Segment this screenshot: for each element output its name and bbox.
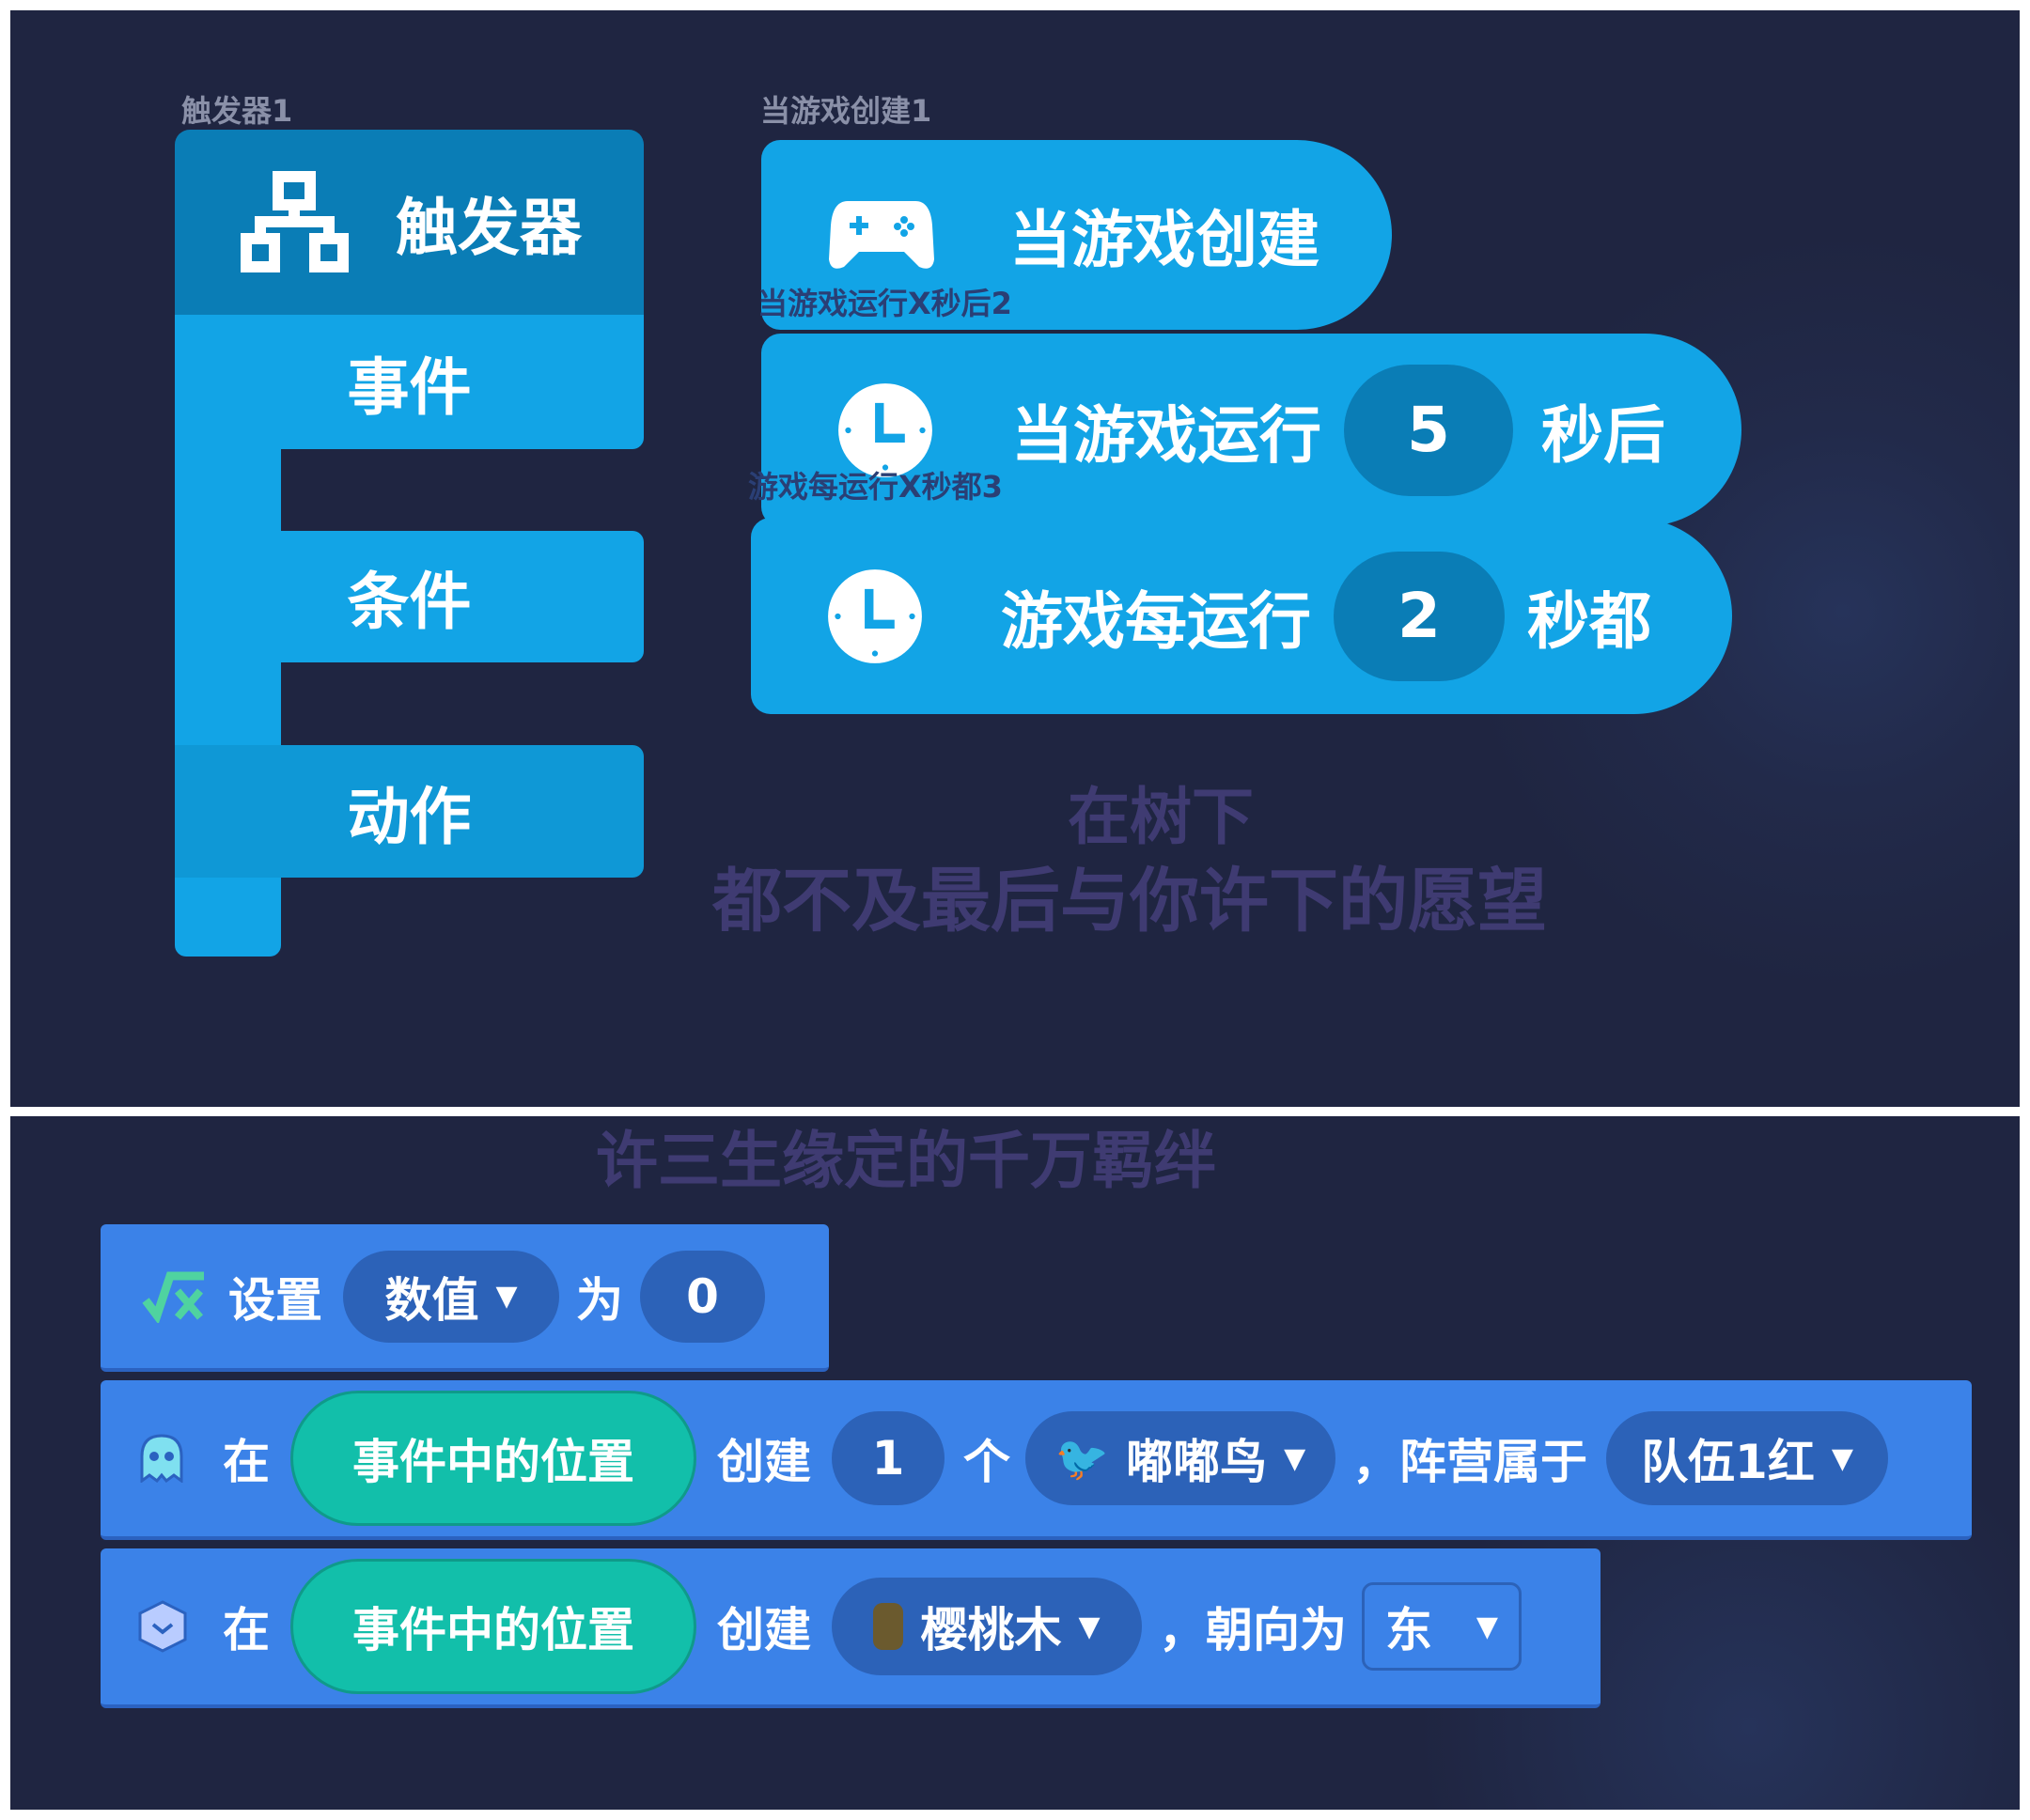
trigger-title: 触发器 (396, 191, 582, 264)
event-block-after-seconds[interactable]: 当游戏运行 5 秒后 (761, 334, 1741, 526)
faction-dropdown[interactable]: 队伍1红 ▼ (1606, 1411, 1888, 1505)
event-caption: 当游戏创建1 (760, 93, 932, 129)
object-value: 樱桃木 (920, 1603, 1062, 1657)
event-block-every-seconds[interactable]: 游戏每运行 2 秒都 (751, 518, 1732, 714)
variable-dropdown[interactable]: 数值 ▼ (343, 1250, 559, 1343)
value-input[interactable]: 0 (640, 1250, 765, 1343)
set-variable-block[interactable]: 设置 数值 ▼ 为 0 (101, 1224, 829, 1372)
position-slot[interactable]: 事件中的位置 (290, 1391, 696, 1526)
trigger-item-label: 动作 (347, 780, 472, 853)
facing-label: 朝向为 (1206, 1603, 1347, 1657)
at-label: 在 (223, 1603, 270, 1657)
event-block-game-created[interactable]: 当游戏创建 (761, 140, 1392, 330)
function-icon (142, 1271, 204, 1323)
to-label: 为 (576, 1272, 623, 1328)
lyric-overlay: 都不及最后与你许下的愿望 (712, 861, 1547, 941)
position-text: 事件中的位置 (352, 1603, 634, 1657)
event-suffix: 秒都 (1527, 584, 1651, 658)
spawn-creature-block[interactable]: 在 事件中的位置 创建 1 个 🐦 嘟嘟鸟 ▼ ， 阵营属于 队伍1红 ▼ (101, 1380, 1972, 1540)
hierarchy-icon (241, 170, 349, 272)
count-input[interactable]: 1 (832, 1411, 945, 1505)
cube-icon (138, 1600, 187, 1653)
value-text: 0 (686, 1268, 719, 1324)
trigger-block-caption: 触发器1 (181, 93, 293, 129)
create-label: 创建 (717, 1603, 811, 1657)
facing-value: 东 (1385, 1603, 1432, 1657)
object-dropdown[interactable]: 樱桃木 ▼ (832, 1578, 1142, 1675)
comma: ， (1352, 1435, 1399, 1489)
event-text: 游戏每运行 (1001, 584, 1311, 658)
lyric-overlay: 在树下 (1068, 781, 1254, 853)
at-label: 在 (223, 1435, 270, 1489)
position-slot[interactable]: 事件中的位置 (290, 1559, 696, 1694)
chevron-down-icon: ▼ (1078, 1610, 1101, 1643)
creature-dropdown[interactable]: 🐦 嘟嘟鸟 ▼ (1025, 1411, 1335, 1505)
chevron-down-icon: ▼ (495, 1280, 518, 1313)
seconds-value: 2 (1398, 580, 1441, 652)
creature-value: 嘟嘟鸟 (1126, 1435, 1268, 1489)
trigger-item-label: 条件 (347, 566, 472, 638)
create-label: 创建 (717, 1435, 811, 1489)
trigger-item-label: 事件 (347, 350, 472, 424)
trigger-item-event[interactable]: 事件 (175, 315, 644, 449)
event-caption: 游戏每运行X秒都3 (748, 469, 1003, 505)
facing-dropdown[interactable]: 东▼ (1362, 1582, 1522, 1671)
trigger-spine (175, 449, 281, 957)
trigger-block-header[interactable]: 触发器 (175, 130, 644, 315)
creature-icon (140, 1434, 183, 1483)
lyric-overlay: 许三生缘定的千万羁绊 (596, 1125, 1216, 1197)
event-text: 当游戏运行 (1011, 398, 1321, 472)
trigger-item-condition[interactable]: 条件 (175, 531, 644, 662)
count-value: 1 (871, 1431, 905, 1486)
seconds-value: 5 (1407, 394, 1450, 466)
chevron-down-icon: ▼ (1284, 1441, 1306, 1475)
seconds-input[interactable]: 2 (1334, 551, 1505, 681)
seconds-input[interactable]: 5 (1344, 364, 1513, 496)
unit-label: 个 (963, 1435, 1010, 1489)
wood-log-icon (873, 1603, 904, 1650)
chevron-down-icon: ▼ (1831, 1441, 1853, 1475)
trigger-canvas: 触发器1 触发器 事件 条件 动作 游戏每运行 2 秒都 当游戏运行 5 秒后 … (10, 10, 2020, 1107)
gamepad-icon (829, 201, 934, 269)
bird-icon: 🐦 (1054, 1432, 1110, 1484)
set-label: 设置 (228, 1272, 322, 1328)
clock-icon (838, 382, 932, 477)
comma: ， (1159, 1603, 1206, 1657)
faction-value: 队伍1红 (1641, 1435, 1815, 1489)
faction-label: 阵营属于 (1399, 1435, 1587, 1489)
chevron-down-icon: ▼ (1476, 1610, 1498, 1643)
trigger-item-action[interactable]: 动作 (175, 745, 644, 878)
spawn-object-block[interactable]: 在 事件中的位置 创建 樱桃木▼ ， 朝向为 东▼ (101, 1548, 1601, 1708)
position-text: 事件中的位置 (352, 1435, 634, 1489)
event-text: 当游戏创建 (1009, 204, 1320, 276)
variable-value: 数值 (384, 1272, 479, 1328)
clock-icon (828, 568, 922, 663)
event-suffix: 秒后 (1541, 398, 1665, 472)
event-caption: 当游戏运行X秒后2 (757, 286, 1012, 321)
action-canvas: 许三生缘定的千万羁绊 设置 数值 ▼ 为 0 在 事件中的位置 创建 1 个 🐦 嘟… (10, 1116, 2020, 1810)
